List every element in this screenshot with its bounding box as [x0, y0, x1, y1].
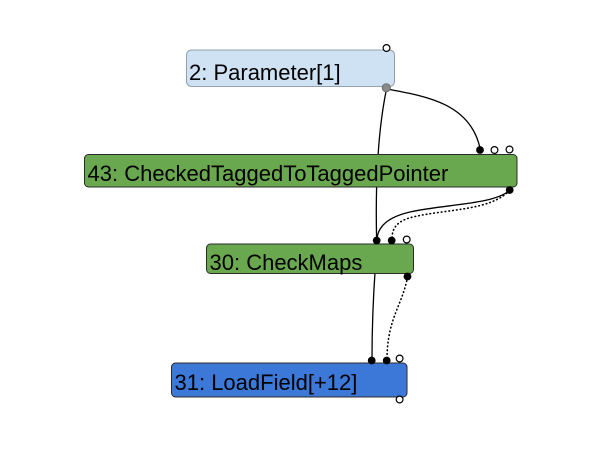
node-checkmaps-box[interactable]	[206, 243, 414, 274]
output-port-30[interactable]	[403, 272, 412, 281]
output-port-parameter[interactable]	[381, 83, 391, 93]
node-parameter[interactable]: 2: Parameter[1]	[186, 49, 395, 87]
input-port-connected-30-0[interactable]	[372, 236, 381, 245]
node-checkmaps[interactable]: 30: CheckMaps	[206, 243, 414, 275]
node-checked-tagged-to-tagged-pointer[interactable]: 43: CheckedTaggedToTaggedPointer	[84, 154, 518, 188]
edge-value-43-to-30[interactable]	[376, 189, 510, 240]
input-port-connected-31-0[interactable]	[367, 356, 376, 365]
node-checked-tagged-to-tagged-pointer-label: 43: CheckedTaggedToTaggedPointer	[88, 161, 449, 186]
input-port-open-parameter[interactable]	[382, 43, 391, 52]
node-parameter-label: 2: Parameter[1]	[189, 60, 341, 85]
node-loadfield-box[interactable]	[171, 362, 408, 398]
input-port-open-30-2[interactable]	[402, 235, 411, 244]
node-loadfield-label: 31: LoadField[+12]	[175, 370, 358, 395]
output-port-open-31[interactable]	[395, 395, 404, 404]
node-checkmaps-label: 30: CheckMaps	[210, 250, 363, 275]
node-checked-tagged-to-tagged-pointer-box[interactable]	[84, 154, 518, 188]
node-layer: 2: Parameter[1] 43: CheckedTaggedToTagge…	[84, 49, 518, 398]
edge-effect-43-to-30[interactable]	[391, 189, 511, 240]
edge-layer	[371, 88, 511, 360]
input-port-open-43-2[interactable]	[505, 145, 514, 154]
edge-effect-30-to-31[interactable]	[386, 276, 409, 359]
input-port-connected-43-0[interactable]	[476, 146, 484, 154]
input-port-open-43-1[interactable]	[490, 146, 499, 155]
output-port-43[interactable]	[505, 186, 514, 194]
input-port-connected-31-1[interactable]	[382, 356, 391, 365]
input-port-connected-30-1[interactable]	[387, 236, 396, 245]
node-loadfield[interactable]: 31: LoadField[+12]	[171, 362, 408, 398]
input-port-open-31-2[interactable]	[395, 354, 404, 363]
node-parameter-box[interactable]	[186, 49, 395, 87]
edge-value-2-to-43[interactable]	[386, 88, 481, 149]
port-layer	[367, 43, 514, 404]
